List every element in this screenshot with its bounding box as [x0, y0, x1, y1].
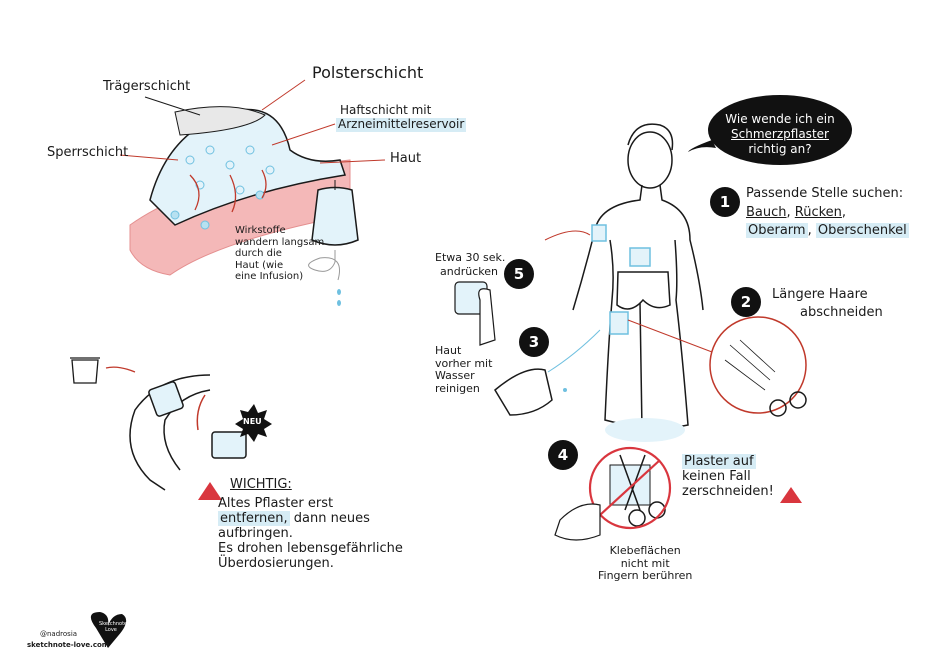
step-4-line: nicht mit — [620, 556, 670, 570]
wirkstoffe-line: Haut (wie — [235, 259, 284, 271]
step-2-line1: Längere Haare — [772, 287, 868, 302]
person-figure — [572, 123, 704, 442]
patch-cross-section — [119, 79, 386, 276]
step-2-badge: 2 — [731, 287, 761, 317]
no-cut-illustration — [554, 446, 672, 541]
hair-trim-illustration — [627, 316, 807, 417]
label-haftschicht-1: Haftschicht mit — [340, 103, 432, 117]
footer-handle: @nadrosia — [40, 630, 78, 638]
press-patch-illustration — [454, 230, 591, 346]
warning-icon — [198, 482, 222, 500]
wichtig-entfernen: entfernen, — [218, 510, 290, 526]
location-oberschenkel: Oberschenkel — [815, 223, 909, 238]
neu-badge-text: NEU — [243, 417, 262, 426]
step-4-line: Klebeflächen — [609, 544, 681, 557]
step-5-line1: Etwa 30 sek. — [435, 251, 506, 264]
step-2-line2: abschneiden — [800, 305, 883, 320]
question-line: Schmerzpflaster — [731, 127, 829, 141]
step-1-title: Passende Stelle suchen: — [746, 186, 904, 201]
question-line: Wie wende ich ein — [725, 112, 835, 126]
step-4-text: Klebeflächen nicht mit Fingern berühren — [598, 544, 693, 583]
washcloth-icon — [494, 329, 601, 416]
label-traegerschicht: Trägerschicht — [103, 79, 191, 94]
step-5-badge: 5 — [504, 259, 534, 289]
wichtig-line: Altes Pflaster erst — [218, 496, 334, 511]
step-4-warning: Plaster auf keinen Fall zerschneiden! — [682, 454, 774, 500]
footer-site: sketchnote-love.com — [27, 641, 110, 649]
step-1-locations: Bauch, Rücken, — [746, 205, 847, 220]
sketchnote-love-logo — [90, 612, 127, 648]
step-3-text: Haut vorher mit Wasser reinigen — [435, 344, 493, 396]
step-1-badge: 1 — [710, 187, 740, 217]
step-4-warning-line: zerschneiden! — [682, 483, 774, 499]
label-sperrschicht: Sperrschicht — [47, 145, 129, 160]
step-4-warning-line: keinen Fall — [682, 468, 751, 484]
label-haut: Haut — [390, 151, 422, 166]
question-line: richtig an? — [748, 142, 812, 156]
step-4-line: Fingern berühren — [598, 569, 693, 583]
wirkstoffe-line: eine Infusion) — [235, 271, 304, 282]
label-haftschicht-2: Arzneimittelreservoir — [336, 117, 467, 132]
step-3-line: Wasser — [435, 369, 475, 383]
location-ruecken: Rücken — [794, 205, 842, 220]
neu-badge — [235, 404, 272, 442]
wirkstoffe-line: durch die — [235, 248, 282, 259]
wirkstoffe-text: Wirkstoffe wandern langsam durch die Hau… — [235, 225, 324, 283]
step-5-line2: andrücken — [440, 265, 498, 278]
wirkstoffe-line: Wirkstoffe — [235, 225, 286, 236]
wichtig-line: Es drohen lebensgefährliche — [218, 540, 403, 556]
step-3-line: reinigen — [435, 381, 480, 395]
step-1-locations-2: Oberarm, Oberschenkel — [746, 223, 909, 238]
step-3-line: vorher mit — [435, 356, 493, 370]
warning-icon-step4 — [780, 487, 802, 503]
location-oberarm: Oberarm — [746, 223, 808, 238]
step-3-badge: 3 — [519, 327, 549, 357]
wirkstoffe-line: wandern langsam — [235, 236, 325, 248]
footer-logo-text: Sketchnote Love — [99, 621, 128, 633]
question-text: Wie wende ich ein Schmerzpflaster richti… — [720, 112, 840, 157]
wichtig-title: WICHTIG: — [230, 477, 292, 492]
wichtig-line: Überdosierungen. — [218, 555, 334, 571]
location-bauch: Bauch — [746, 205, 787, 220]
question-bubble — [708, 95, 852, 165]
arm-illustration — [129, 374, 247, 491]
infusion-bag-icon — [308, 180, 359, 306]
wichtig-text: Altes Pflaster erst entfernen, dann neue… — [218, 496, 403, 572]
step-3-line: Haut — [435, 344, 462, 357]
label-polsterschicht: Polsterschicht — [312, 63, 424, 82]
wichtig-line: aufbringen. — [218, 525, 293, 541]
step-4-warning-line: Plaster auf — [682, 454, 756, 469]
trash-can-icon — [70, 357, 136, 384]
wichtig-line: dann neues — [293, 510, 370, 526]
step-4-badge: 4 — [548, 440, 578, 470]
